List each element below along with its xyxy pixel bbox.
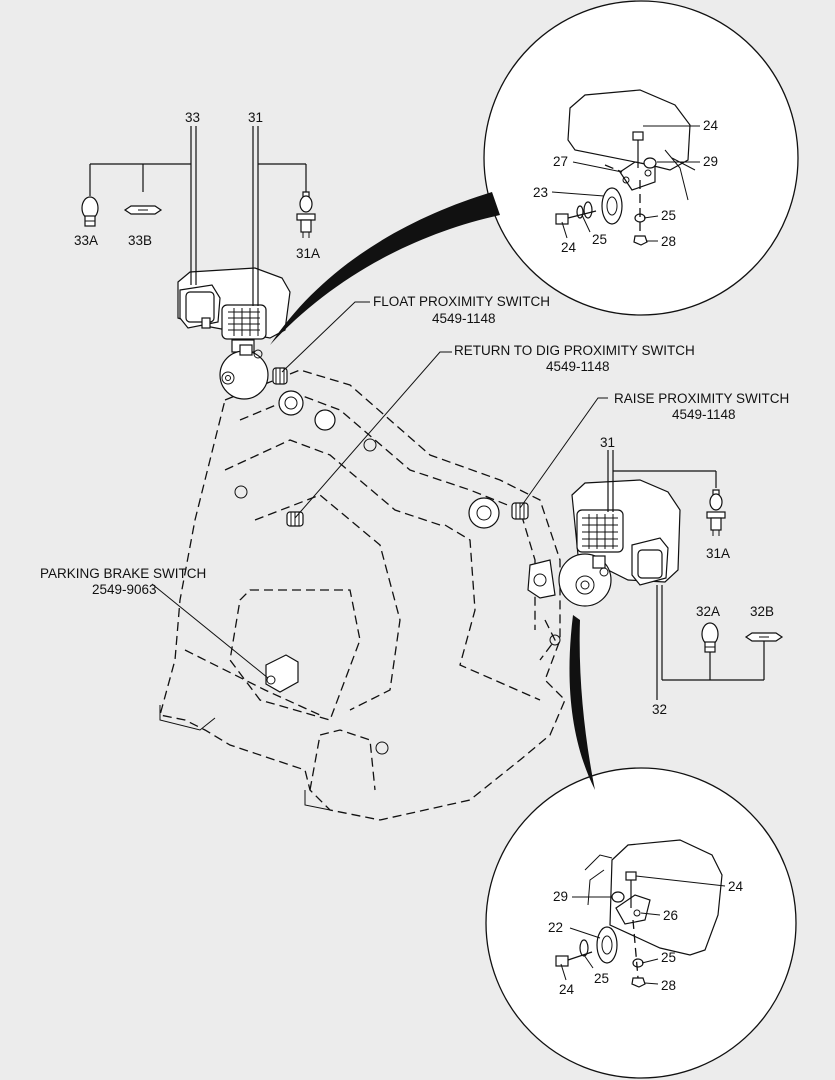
bulb-33a-icon: [81, 196, 99, 227]
top-detail-pointer: [270, 192, 500, 345]
bottom-callout-28: 28: [661, 978, 676, 993]
loader-frame: [159, 369, 566, 821]
bottom-callout-25b: 25: [594, 971, 609, 986]
bulb-33b-icon: [123, 205, 163, 215]
callout-32a: 32A: [696, 604, 720, 619]
top-callout-24a: 24: [703, 118, 719, 133]
bottom-detail-pointer: [569, 615, 595, 790]
return-switch-part: 4549-1148: [546, 359, 610, 374]
return-switch-label: RETURN TO DIG PROXIMITY SWITCH: [454, 343, 695, 358]
return-to-dig-proximity-switch: [286, 511, 304, 527]
top-callout-24b: 24: [561, 240, 577, 255]
parking-brake-switch: [265, 654, 299, 693]
callout-31a-right: 31A: [706, 546, 730, 561]
callout-31: 31: [248, 110, 263, 125]
bulb-31a-right-icon: [706, 489, 726, 536]
raise-proximity-switch: [511, 502, 529, 520]
right-light-assembly: [527, 479, 681, 607]
top-callout-25a: 25: [661, 208, 676, 223]
brake-switch-label: PARKING BRAKE SWITCH: [40, 566, 206, 581]
bottom-callout-24b: 24: [559, 982, 575, 997]
top-callout-23: 23: [533, 185, 548, 200]
callout-32: 32: [652, 702, 667, 717]
work-light-grille: [228, 308, 260, 336]
work-light-grille: [582, 514, 618, 549]
float-switch-part: 4549-1148: [432, 311, 496, 326]
labels: 33 31 33A 33B 31A FLOAT PROXIMITY SWITCH…: [40, 110, 789, 997]
top-detail-view: [483, 0, 799, 316]
callout-32b: 32B: [750, 604, 774, 619]
callout-33: 33: [185, 110, 200, 125]
raise-switch-label: RAISE PROXIMITY SWITCH: [614, 391, 789, 406]
top-callout-27: 27: [553, 154, 568, 169]
bottom-callout-24a: 24: [728, 879, 744, 894]
top-callout-25b: 25: [592, 232, 607, 247]
callout-31a: 31A: [296, 246, 320, 261]
bottom-callout-25a: 25: [661, 950, 676, 965]
bulb-31a-left-icon: [296, 191, 316, 238]
raise-switch-part: 4549-1148: [672, 407, 736, 422]
callout-33a: 33A: [74, 233, 98, 248]
brake-switch-part: 2549-9063: [92, 582, 157, 597]
bulb-32a-icon: [701, 622, 719, 653]
bottom-detail-view: [485, 767, 797, 1079]
top-callout-28: 28: [661, 234, 676, 249]
callout-31-right: 31: [600, 435, 615, 450]
left-light-assembly: [177, 267, 291, 400]
float-switch-label: FLOAT PROXIMITY SWITCH: [373, 294, 550, 309]
bulb-32b-icon: [744, 632, 784, 642]
bottom-callout-26: 26: [663, 908, 678, 923]
bottom-callout-22: 22: [548, 920, 563, 935]
top-callout-29: 29: [703, 154, 718, 169]
float-proximity-switch: [272, 367, 288, 385]
bottom-callout-29: 29: [553, 889, 568, 904]
leader-lines: [89, 125, 765, 985]
callout-33b: 33B: [128, 233, 152, 248]
